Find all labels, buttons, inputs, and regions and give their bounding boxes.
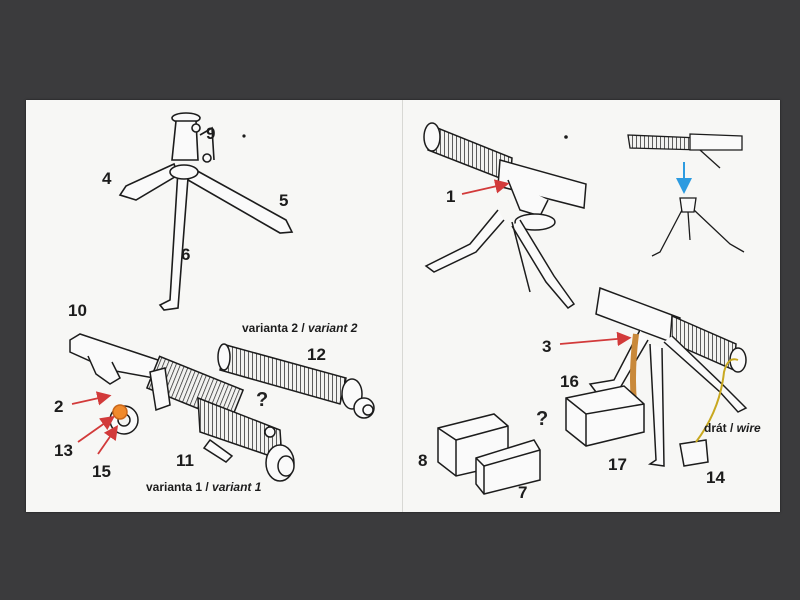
part-number-17: 17: [608, 455, 627, 474]
assembled-gun-top: [423, 122, 587, 309]
part-number-7: 7: [518, 483, 528, 502]
caption-variant-2-en: variant 2: [308, 321, 358, 335]
arrow-icon-13: [77, 415, 115, 443]
instruction-sheet: [26, 100, 780, 512]
part-number-9: 9: [206, 124, 216, 143]
page-fold: [402, 100, 403, 512]
part-number-10: 10: [68, 301, 87, 320]
arrow-icon-1: [461, 179, 510, 195]
arrow-icon-3: [559, 331, 632, 347]
caption-wire-cz: drát /: [704, 421, 737, 435]
part-number-3: 3: [542, 337, 552, 356]
part-number-1: 1: [446, 187, 456, 206]
water-jacket-drawing: [217, 343, 375, 419]
caption-variant-2-cz: varianta 2 /: [242, 321, 309, 335]
part-number-16: 16: [560, 372, 579, 391]
arrow-icon-2: [71, 391, 112, 406]
part-number-6: 6: [181, 245, 191, 264]
gun-with-ammo-drawing: [565, 286, 748, 467]
part-number-13: 13: [54, 441, 73, 460]
part-number-12: 12: [307, 345, 326, 364]
tripod-drawing-left: [118, 112, 294, 311]
gun-drawing-left: [69, 333, 295, 482]
part-number-4: 4: [102, 169, 112, 188]
part-number-15: 15: [92, 462, 111, 481]
ammo-box-drawing: [437, 413, 541, 495]
caption-variant-1: varianta 1 / variant 1: [146, 481, 261, 493]
caption-wire: drát / wire: [704, 422, 761, 434]
part-number-5: 5: [279, 191, 289, 210]
gun-and-tripod-diagram: [627, 133, 745, 257]
caption-variant-2: varianta 2 / variant 2: [242, 322, 357, 334]
caption-variant-1-cz: varianta 1 /: [146, 480, 213, 494]
part-number-2: 2: [54, 397, 64, 416]
part-number-11: 11: [176, 451, 194, 470]
part-number-14: 14: [706, 468, 725, 487]
question-mark-2: ?: [536, 408, 549, 430]
question-mark-1: ?: [256, 389, 269, 411]
part-number-8: 8: [418, 451, 428, 470]
caption-variant-1-en: variant 1: [212, 480, 262, 494]
caption-wire-en: wire: [736, 421, 761, 435]
arrow-icon-15: [97, 425, 119, 455]
